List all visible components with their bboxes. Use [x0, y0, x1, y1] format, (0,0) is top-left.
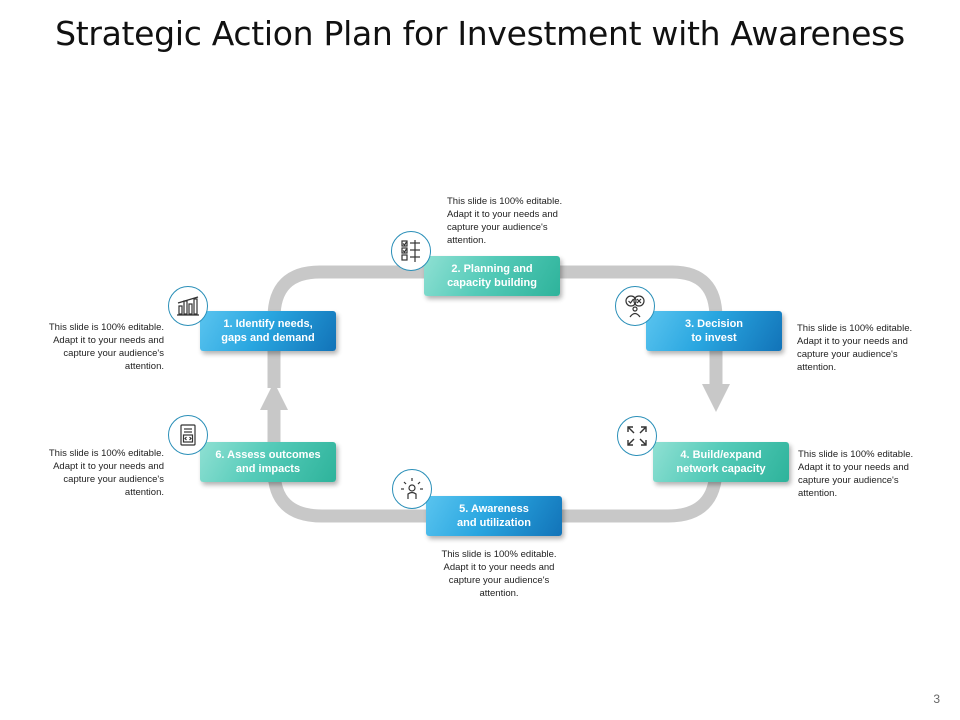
page-number: 3	[933, 692, 940, 706]
step-4-description: This slide is 100% editable. Adapt it to…	[798, 449, 914, 499]
step-6-label-line2: and impacts	[235, 463, 301, 475]
person-idea-icon	[401, 478, 423, 499]
step-4-label-line1: 4. Build/expand	[680, 449, 762, 461]
page-title: Strategic Action Plan for Investment wit…	[55, 14, 905, 53]
step-3-label-line2: to invest	[691, 332, 737, 344]
step-4-icon-circle	[617, 416, 657, 456]
step-3-icon-circle	[615, 286, 655, 326]
step-2-description: This slide is 100% editable. Adapt it to…	[447, 196, 563, 246]
arrow-head-down	[702, 384, 730, 412]
checklist-icon	[401, 240, 420, 262]
step-6-icon-circle	[168, 415, 208, 455]
step-3-box: 3. Decision to invest	[646, 311, 782, 351]
step-5-label-line1: 5. Awareness	[459, 503, 529, 515]
step-4-box: 4. Build/expand network capacity	[653, 442, 789, 482]
expand-arrows-icon	[627, 426, 647, 446]
step-1-label-line2: gaps and demand	[221, 332, 315, 344]
step-5-label-line2: and utilization	[457, 517, 531, 529]
arrow-head-up	[260, 382, 288, 410]
step-6-label-line1: 6. Assess outcomes	[215, 449, 321, 461]
step-5-description: This slide is 100% editable. Adapt it to…	[441, 549, 557, 599]
step-5-icon-circle	[392, 469, 432, 509]
step-6-description: This slide is 100% editable. Adapt it to…	[48, 448, 164, 498]
step-3-label-line1: 3. Decision	[684, 318, 744, 330]
step-2-box: 2. Planning and capacity building	[424, 256, 560, 296]
bar-chart-icon	[177, 296, 199, 316]
step-1-description: This slide is 100% editable. Adapt it to…	[48, 322, 164, 372]
step-2-icon-circle	[391, 231, 431, 271]
loop-track-bottom	[267, 410, 723, 523]
step-6-box: 6. Assess outcomes and impacts	[200, 442, 336, 482]
step-4-label-line2: network capacity	[676, 463, 766, 475]
step-1-icon-circle	[168, 286, 208, 326]
step-1-label-line1: 1. Identify needs,	[223, 318, 313, 330]
step-2-label-line2: capacity building	[447, 277, 537, 289]
document-code-icon	[180, 424, 196, 446]
step-2-label-line1: 2. Planning and	[451, 263, 533, 275]
decision-people-icon	[625, 295, 645, 318]
step-5-box: 5. Awareness and utilization	[426, 496, 562, 536]
step-1-box: 1. Identify needs, gaps and demand	[200, 311, 336, 351]
step-3-description: This slide is 100% editable. Adapt it to…	[797, 323, 913, 373]
